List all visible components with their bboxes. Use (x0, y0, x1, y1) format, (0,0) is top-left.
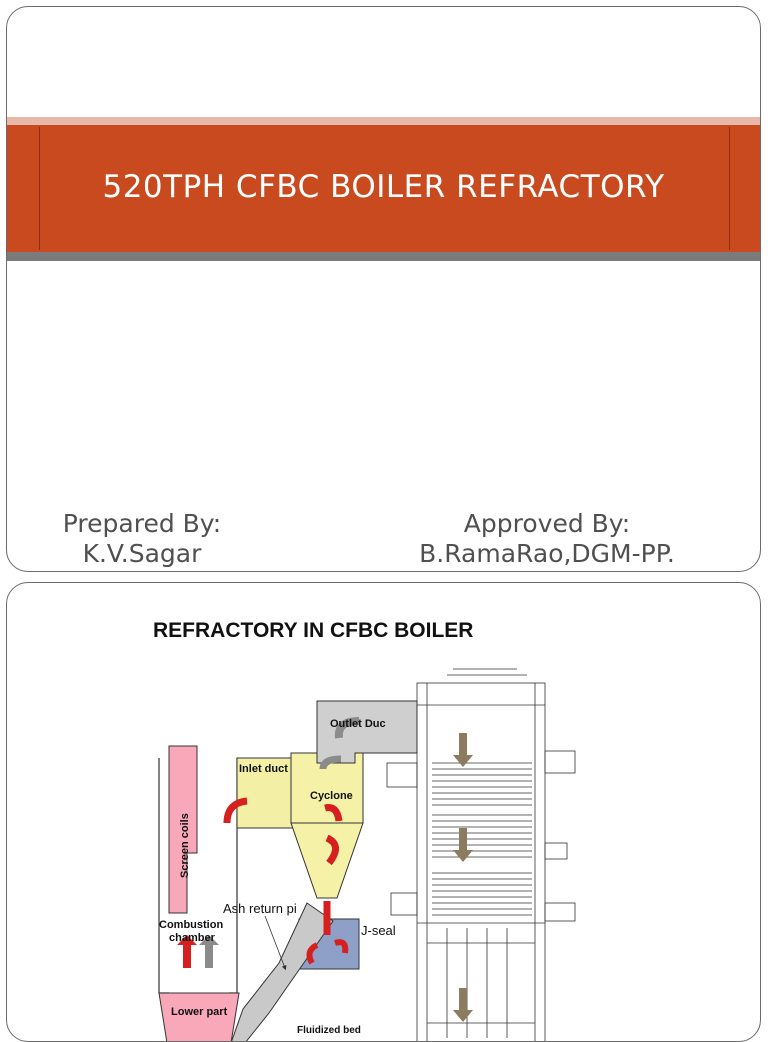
approved-label: Approved By: (463, 509, 631, 538)
label-ash-return: Ash return pi (223, 901, 297, 916)
boiler-diagram: Outlet Duc Inlet duct Cyclone Screen coi… (158, 668, 576, 1041)
approved-name: B.RamaRao,DGM-PP. (419, 539, 675, 568)
slide-title: 520TPH CFBC BOILER REFRACTORY (102, 169, 665, 205)
ash-return-pipe-shape (231, 902, 334, 1041)
title-band-bottom (7, 252, 760, 261)
label-j-seal: J-seal (361, 923, 396, 938)
label-fluidized-bed: Fluidized bed (297, 1025, 361, 1036)
label-outlet-duct: Outlet Duc (330, 718, 386, 730)
slide-title: REFRACTORY IN CFBC BOILER (153, 619, 474, 642)
prepared-by: Prepared By: K.V.Sagar (47, 509, 237, 569)
screen-coils-shape (168, 745, 198, 914)
label-screen-coils: Screen coils (179, 813, 191, 878)
label-cyclone: Cyclone (310, 790, 353, 802)
label-lower-part: Lower part (171, 1006, 228, 1018)
label-combustion-2: chamber (169, 932, 216, 944)
coil-banks (432, 762, 532, 916)
title-slide: 520TPH CFBC BOILER REFRACTORY Prepared B… (6, 6, 761, 572)
lower-coils (427, 928, 535, 1038)
title-band-top (7, 117, 760, 125)
diagram-slide: REFRACTORY IN CFBC BOILER (6, 582, 761, 1042)
prepared-label: Prepared By: (62, 509, 222, 538)
label-inlet-duct: Inlet duct (239, 763, 288, 775)
arrow-up-gray (199, 935, 219, 968)
outlet-duct-shape (316, 700, 418, 764)
backpass-schematic (386, 668, 576, 1041)
title-band (7, 125, 760, 252)
approved-by: Approved By: B.RamaRao,DGM-PP. (397, 509, 697, 569)
side-connections (386, 668, 576, 922)
arrow-up-red (177, 935, 197, 968)
prepared-name: K.V.Sagar (82, 539, 202, 568)
label-combustion-1: Combustion (159, 919, 223, 931)
inlet-duct-shape (236, 757, 298, 829)
